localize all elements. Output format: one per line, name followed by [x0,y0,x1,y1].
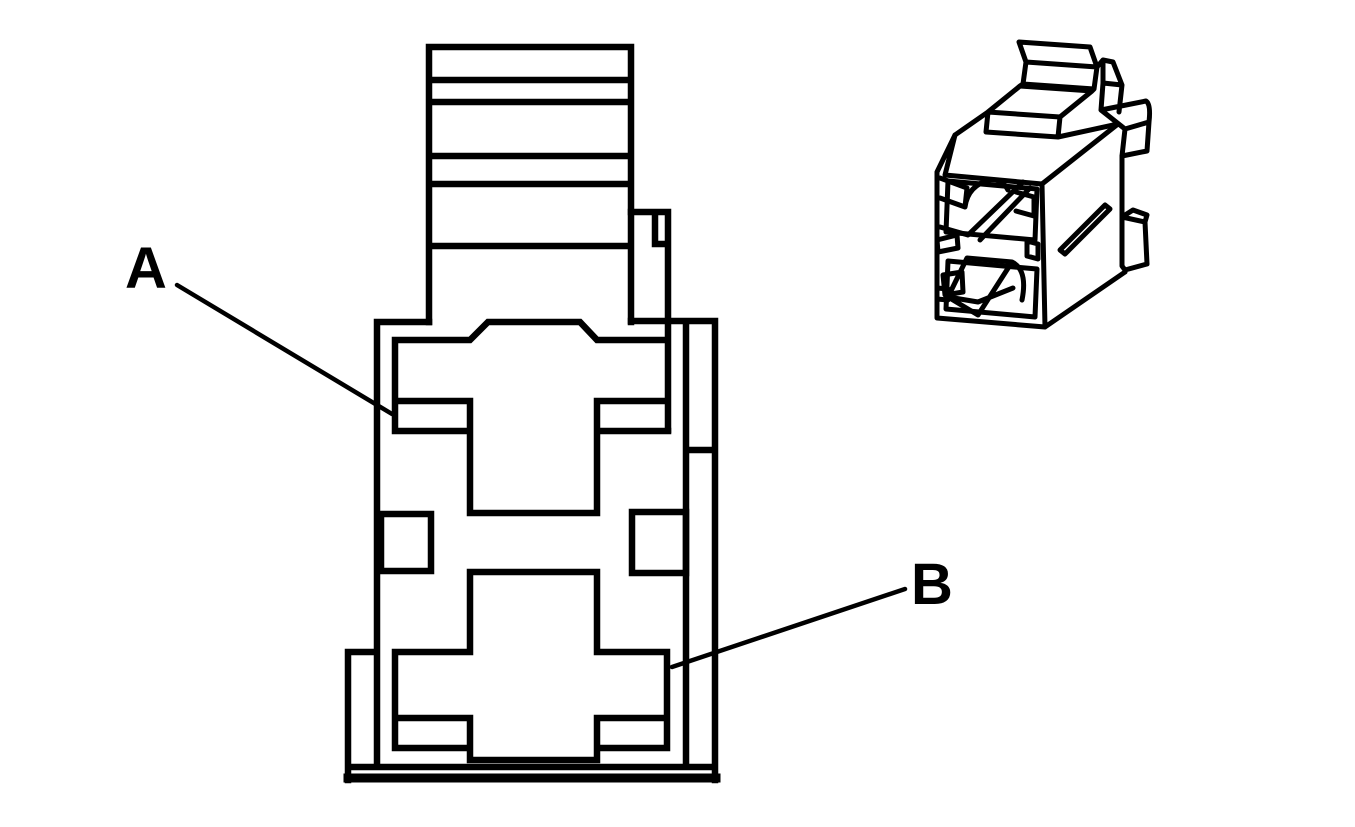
front-view-side-squares [377,508,690,577]
front-view-drawing [343,43,721,784]
iso-upper-terminal [937,175,1037,243]
iso-top-latch [952,39,1121,140]
callout-a: A [125,236,395,417]
iso-right-lug [1119,153,1150,275]
iso-side-slot [1057,202,1113,257]
front-view-upper-cavity [391,318,672,517]
isometric-view-drawing [934,39,1153,330]
front-view-lower-cavity [391,568,671,764]
iso-lower-terminal [940,238,1041,318]
callout-b: B [669,552,953,670]
callout-b-leader-line [669,586,908,670]
callout-a-label: A [125,236,167,301]
callout-a-leader-line [174,282,395,417]
front-view-body-shell [344,317,719,784]
iso-right-wing [1094,57,1153,159]
front-view-top-stack [425,43,635,326]
callout-b-label: B [911,552,953,617]
